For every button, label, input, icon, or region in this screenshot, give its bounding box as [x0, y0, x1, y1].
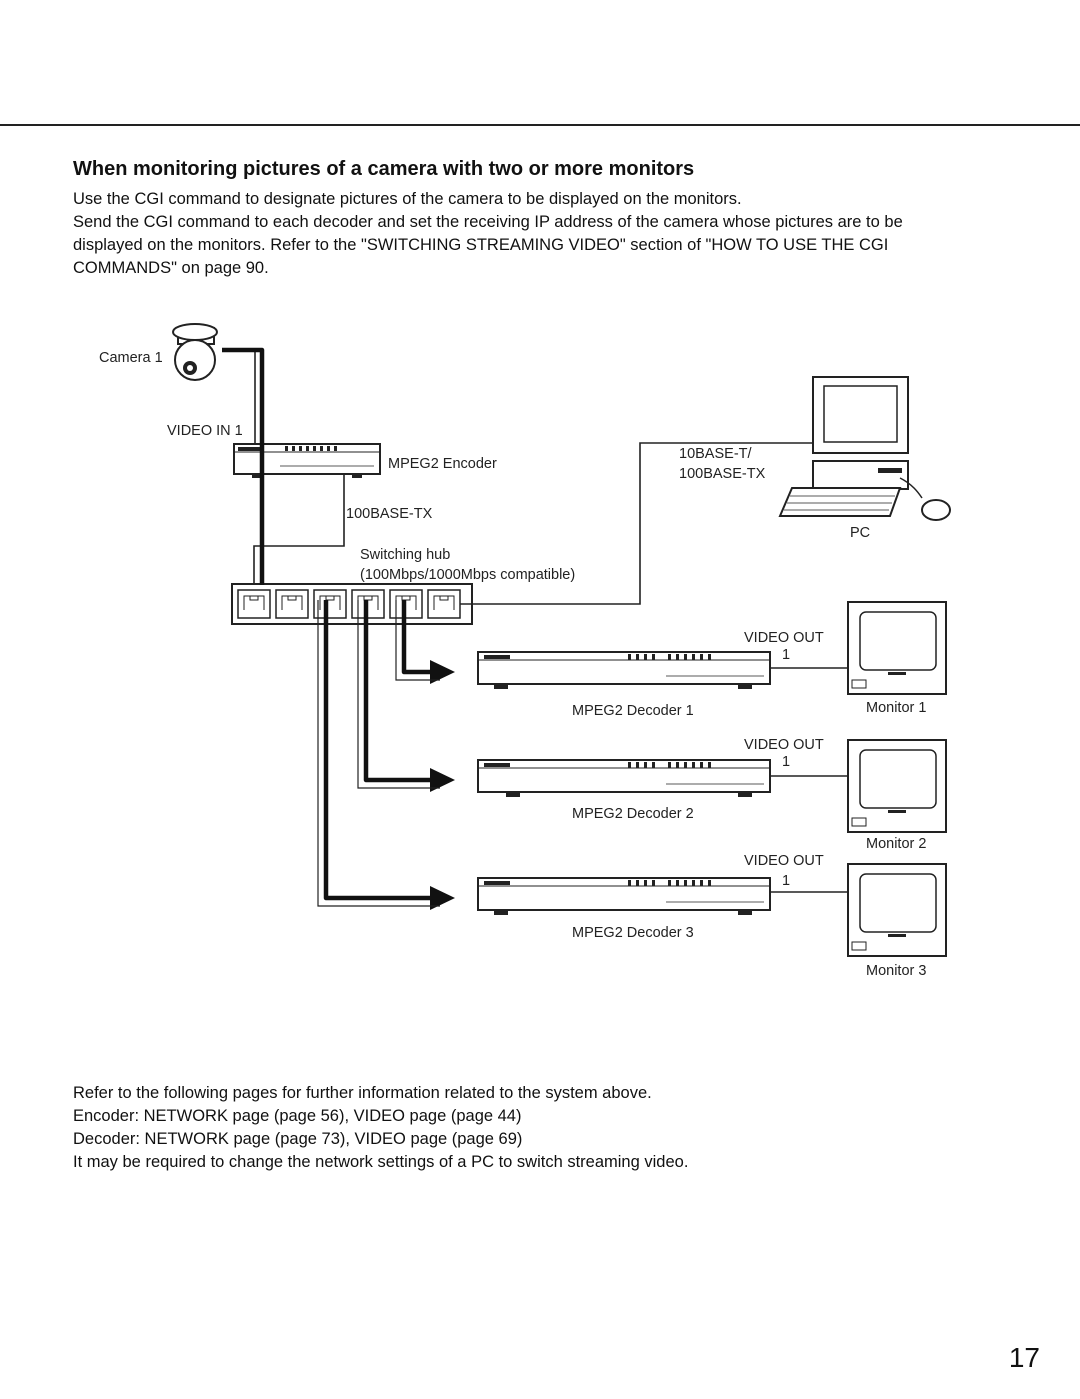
section-heading: When monitoring pictures of a camera wit…	[73, 158, 695, 180]
monitor-2-icon	[847, 739, 947, 833]
decoder-1-label: MPEG2 Decoder 1	[572, 703, 694, 719]
monitor-3-label: Monitor 3	[866, 963, 926, 979]
camera-icon	[172, 323, 218, 381]
arrow-decoder-2	[430, 768, 455, 792]
video-in-label: VIDEO IN 1	[167, 423, 243, 439]
note-line-4: It may be required to change the network…	[73, 1153, 689, 1171]
pc-link	[460, 442, 818, 605]
decoder-3-out-num: 1	[782, 873, 790, 889]
encoder-device	[233, 443, 381, 478]
hub-label: Switching hub	[360, 547, 450, 563]
page-number: 17	[1008, 1342, 1040, 1373]
arrow-decoder-1	[430, 660, 455, 684]
decoder-2-out-label: VIDEO OUT	[744, 737, 824, 753]
monitor-3-icon	[847, 863, 947, 957]
decoder-1-out-label: VIDEO OUT	[744, 630, 824, 646]
decoder-2-device	[477, 759, 771, 797]
top-rule	[0, 124, 1080, 126]
arrow-decoder-3	[430, 886, 455, 910]
decoder-1-out-num: 1	[782, 647, 790, 663]
stream-line-decoder-3	[323, 600, 430, 901]
encoder-link	[253, 474, 345, 596]
decoder-2-out-num: 1	[782, 754, 790, 770]
pc-icon	[778, 376, 951, 521]
camera-label: Camera 1	[99, 350, 163, 366]
monitor-1-label: Monitor 1	[866, 700, 926, 716]
note-line-1: Refer to the following pages for further…	[73, 1084, 652, 1102]
switching-hub	[231, 583, 473, 625]
note-line-3: Decoder: NETWORK page (page 73), VIDEO p…	[73, 1130, 523, 1148]
pc-label: PC	[850, 525, 870, 541]
pc-link-label-1: 10BASE-T/	[679, 446, 752, 462]
intro-line-3: displayed on the monitors. Refer to the …	[73, 236, 889, 254]
decoder-3-label: MPEG2 Decoder 3	[572, 925, 694, 941]
encoder-link-label: 100BASE-TX	[346, 506, 433, 522]
monitor-2-label: Monitor 2	[866, 836, 926, 852]
note-line-2: Encoder: NETWORK page (page 56), VIDEO p…	[73, 1107, 522, 1125]
intro-line-1: Use the CGI command to designate picture…	[73, 190, 742, 208]
intro-line-2: Send the CGI command to each decoder and…	[73, 213, 903, 231]
decoder-3-device	[477, 877, 771, 915]
intro-line-4: COMMANDS" on page 90.	[73, 259, 269, 277]
hub-sublabel: (100Mbps/1000Mbps compatible)	[360, 567, 575, 583]
encoder-label: MPEG2 Encoder	[388, 456, 497, 472]
decoder-1-device	[477, 651, 771, 689]
decoder-3-out-label: VIDEO OUT	[744, 853, 824, 869]
monitor-1-icon	[847, 601, 947, 695]
pc-link-label-2: 100BASE-TX	[679, 466, 766, 482]
stream-line-decoder-2	[363, 600, 430, 783]
stream-line-decoder-1	[401, 600, 430, 675]
decoder-2-label: MPEG2 Decoder 2	[572, 806, 694, 822]
network-diagram: Camera 1 VIDEO IN 1 MPEG2 Encoder 100BAS…	[99, 323, 951, 979]
stream-line-camera	[222, 347, 265, 585]
